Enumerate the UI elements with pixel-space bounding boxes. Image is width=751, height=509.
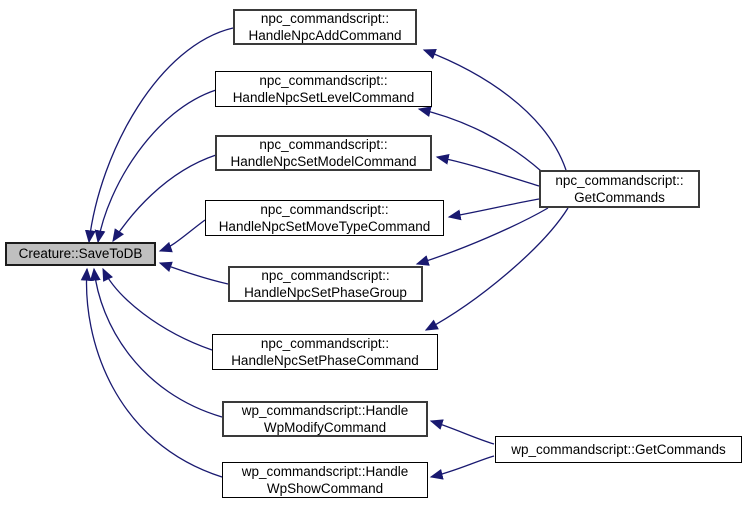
edge-npcgetcmds-to-setlevel bbox=[417, 106, 542, 172]
edge-wpgetcmds-to-wpshow bbox=[429, 455, 495, 480]
node-label-line: npc_commandscript:: bbox=[259, 73, 388, 88]
node-label-line: WpShowCommand bbox=[266, 481, 384, 496]
node-label-line: HandleNpcSetLevelCommand bbox=[232, 90, 415, 105]
edge-npcgetcmds-to-setmodel bbox=[435, 153, 540, 187]
edge-setmodel-to-save bbox=[112, 154, 217, 243]
edge-wpgetcmds-to-wpmodify bbox=[429, 419, 495, 445]
node-wp-getcommands[interactable]: wp_commandscript::GetCommands bbox=[495, 436, 742, 463]
node-label-line: HandleNpcSetMoveTypeCommand bbox=[218, 219, 431, 234]
edge-npcgetcmds-to-setphase bbox=[424, 207, 569, 331]
edge-setphase-to-save bbox=[102, 267, 213, 351]
node-label-line: HandleNpcAddCommand bbox=[248, 28, 402, 43]
node-handlenpcsetphasecommand[interactable]: npc_commandscript:: HandleNpcSetPhaseCom… bbox=[212, 334, 438, 370]
node-handlenpcsetlevelcommand[interactable]: npc_commandscript:: HandleNpcSetLevelCom… bbox=[215, 71, 432, 107]
node-label: wp_commandscript::GetCommands bbox=[511, 442, 726, 457]
node-label-line: WpModifyCommand bbox=[263, 420, 387, 435]
node-label: Creature::SaveToDB bbox=[18, 246, 143, 261]
node-label-line: HandleNpcSetPhaseGroup bbox=[244, 285, 407, 300]
node-label-line: npc_commandscript:: bbox=[260, 202, 389, 217]
edge-wpshow-to-save bbox=[80, 267, 223, 478]
node-handlenpcsetmovetypecommand[interactable]: npc_commandscript:: HandleNpcSetMoveType… bbox=[205, 200, 444, 236]
node-label-line: npc_commandscript:: bbox=[261, 268, 390, 283]
node-label-line: npc_commandscript:: bbox=[260, 11, 390, 26]
node-label-line: npc_commandscript:: bbox=[260, 336, 390, 351]
node-handlenpcaddcommand[interactable]: npc_commandscript:: HandleNpcAddCommand bbox=[233, 9, 417, 45]
edge-setmovetype-to-save bbox=[158, 219, 206, 253]
node-creature-savetodb[interactable]: Creature::SaveToDB bbox=[5, 242, 156, 266]
node-handlewpmodifycommand[interactable]: wp_commandscript::Handle WpModifyCommand bbox=[222, 401, 428, 437]
node-label-line: npc_commandscript:: bbox=[259, 137, 388, 152]
node-handlenpcsetmodelcommand[interactable]: npc_commandscript:: HandleNpcSetModelCom… bbox=[215, 135, 432, 171]
edge-npcgetcmds-to-add bbox=[422, 49, 567, 171]
node-label-line: wp_commandscript::Handle bbox=[241, 464, 409, 479]
node-label-line: GetCommands bbox=[574, 190, 665, 205]
edge-npcgetcmds-to-setmovetype bbox=[447, 198, 540, 221]
node-handlenpcsetphasegroup[interactable]: npc_commandscript:: HandleNpcSetPhaseGro… bbox=[228, 266, 423, 302]
edge-npcgetcmds-to-setphasegroup bbox=[415, 207, 549, 266]
edge-add-to-save bbox=[84, 27, 234, 244]
node-label-line: HandleNpcSetModelCommand bbox=[230, 154, 417, 169]
node-label-line: npc_commandscript:: bbox=[555, 173, 684, 188]
edge-setphasegroup-to-save bbox=[158, 261, 229, 285]
edge-setlevel-to-save bbox=[94, 89, 217, 244]
node-label-line: HandleNpcSetPhaseCommand bbox=[231, 353, 419, 368]
edge-wpmodify-to-save bbox=[89, 267, 223, 418]
node-npc-getcommands[interactable]: npc_commandscript:: GetCommands bbox=[539, 170, 700, 208]
node-label-line: wp_commandscript::Handle bbox=[241, 403, 409, 418]
node-handlewpshowcommand[interactable]: wp_commandscript::Handle WpShowCommand bbox=[222, 462, 428, 498]
